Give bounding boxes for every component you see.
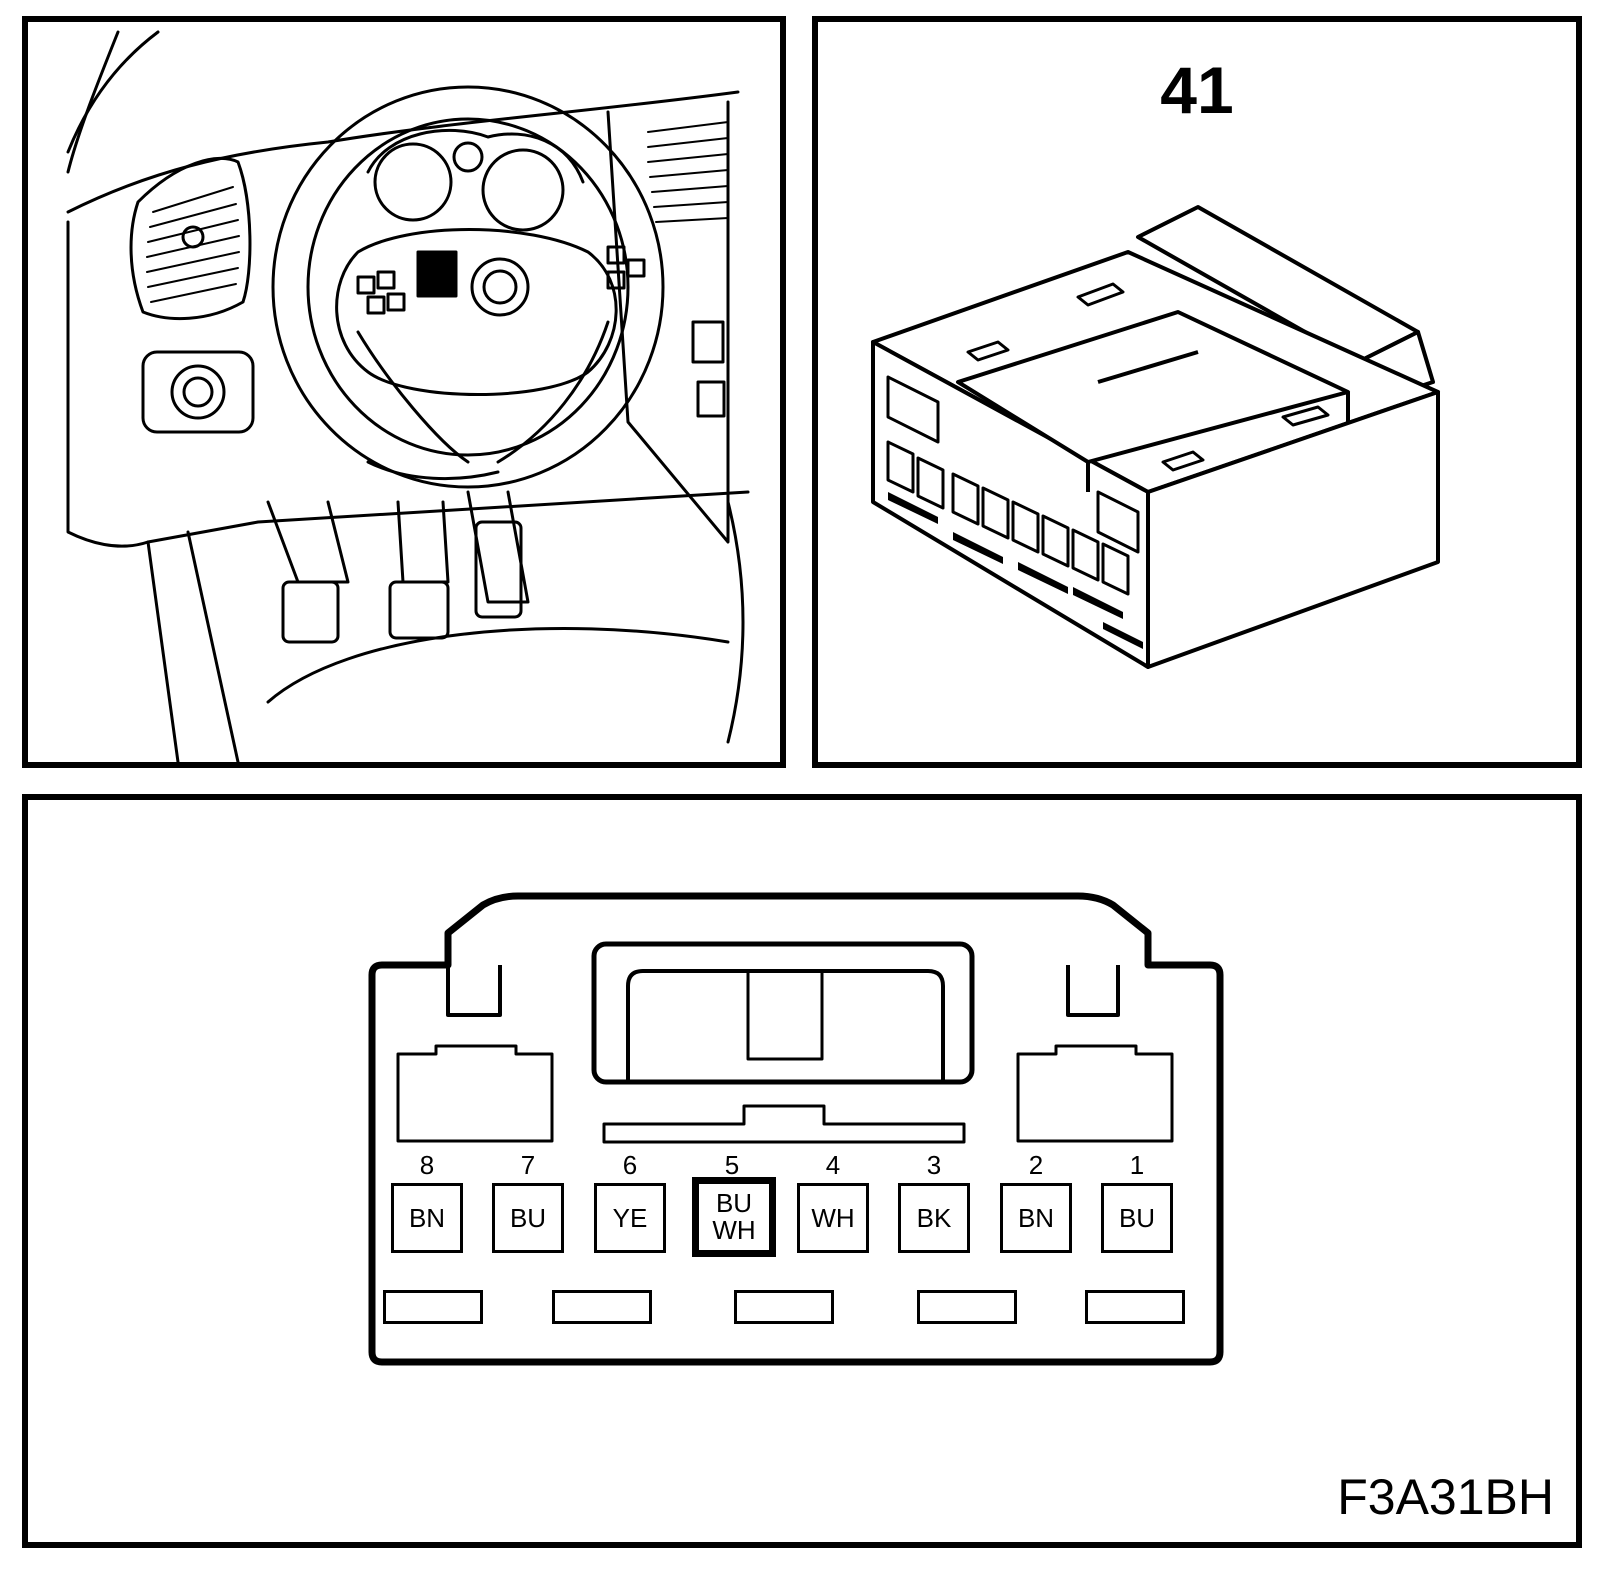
connector-face-outline [368,892,1224,1366]
pin-number: 8 [419,1150,435,1180]
wire-color-code: WH [811,1202,855,1233]
wire-stripe-color-code: WH [712,1215,756,1245]
wire-color-code: BK [916,1202,952,1233]
location-view-panel [22,16,786,768]
lock-slot [917,1290,1017,1324]
lock-slot [1085,1290,1185,1324]
pin-wire-color: BK [898,1183,970,1253]
pin-wire-color: BU [1101,1183,1173,1253]
pin-number: 4 [825,1150,841,1180]
lock-slot [734,1290,834,1324]
pin-wire-color: BN [391,1183,463,1253]
connector-illustration [871,205,1440,669]
wire-color-code: BU [1118,1202,1156,1233]
connector-number: 41 [1160,53,1234,127]
wire-color-code: BU [509,1202,547,1233]
pin-wire-color: WH [797,1183,869,1253]
pinout-panel: 8 7 6 5 4 3 2 1 BN BU YE BU WH WH BK BN … [22,794,1582,1548]
wire-color-code: BU [715,1188,753,1219]
pin-number: 5 [724,1150,740,1180]
pin-wire-color: YE [594,1183,666,1253]
pin-wire-color-highlighted: BU WH [692,1177,776,1257]
dashboard-illustration [66,30,750,762]
wire-color-code: BN [1017,1202,1055,1233]
connector-view-panel: 41 [812,16,1582,768]
pin-wire-color: BU [492,1183,564,1253]
pin-wire-color: BN [1000,1183,1072,1253]
figure-code: F3A31BH [1337,1469,1554,1525]
lock-slot [383,1290,483,1324]
pin-number: 2 [1028,1150,1044,1180]
wire-color-code: BN [408,1202,446,1233]
pin-number: 1 [1129,1150,1145,1180]
wire-color-code: YE [612,1202,648,1233]
pin-number: 3 [926,1150,942,1180]
pin-number: 6 [622,1150,638,1180]
pin-number: 7 [520,1150,536,1180]
lock-slot [552,1290,652,1324]
